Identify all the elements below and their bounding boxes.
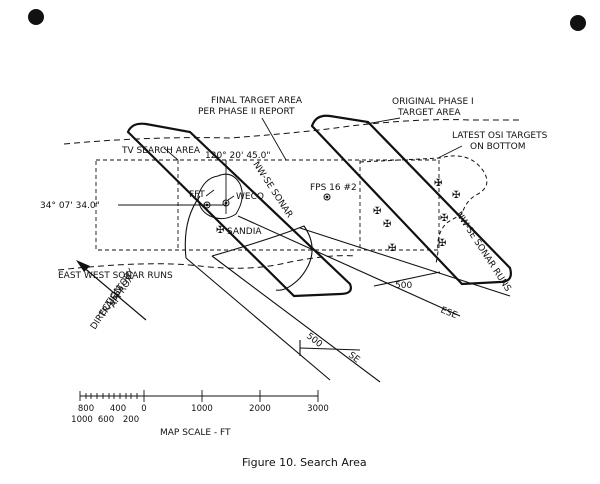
scale-tick-label: 3000	[307, 404, 329, 414]
sonar-run-line-top	[63, 119, 520, 145]
longitude-label: 120° 20' 45.0"	[205, 151, 271, 161]
target-markers: ✠ ✠ ✠ ✠ ✠ ✠ ✠ ✠	[216, 178, 460, 254]
final-target-area	[126, 122, 352, 298]
weco-marker	[222, 199, 230, 207]
fft-marker	[203, 201, 211, 209]
tv-search-area-label: TV SEARCH AREA	[121, 146, 201, 156]
scale-tick-label: 0	[141, 404, 146, 414]
scale-tick-label: 600	[98, 415, 114, 425]
latest-osi-label-line1: LATEST OSI TARGETS	[452, 131, 548, 141]
sonar-run-line-bottom	[57, 255, 357, 271]
scale-tick-label: 400	[110, 404, 126, 414]
weco-label: WECO	[236, 192, 264, 202]
original-phase-label-line2: TARGET AREA	[397, 108, 461, 118]
target-mark: ✠	[383, 219, 391, 230]
se-corridor	[184, 195, 381, 383]
target-mark: ✠	[434, 178, 442, 189]
map-scale: 800 400 0 1000 2000 3000 1000 600 200 MA…	[71, 390, 329, 438]
fft-label: FFT	[189, 190, 205, 200]
nw-se-sonar-runs-label: NW-SE SONAR RUNS	[453, 210, 512, 294]
se-label: SE	[346, 350, 361, 365]
scale-tick-label: 200	[123, 415, 139, 425]
splash-outline	[197, 173, 243, 220]
osi-target-outline	[359, 155, 488, 265]
figure-caption: Figure 10. Search Area	[242, 456, 367, 469]
ese-label: ESE	[439, 306, 459, 322]
target-mark: ✠	[440, 213, 448, 224]
scale-tick-label: 800	[78, 404, 94, 414]
fps-marker	[323, 193, 331, 201]
distance-500-ese: 500	[395, 281, 412, 291]
original-phase-1-area	[310, 114, 512, 286]
sandia-label: SANDIA	[227, 227, 262, 237]
target-mark: ✠	[388, 243, 396, 254]
point-markers	[203, 193, 331, 209]
final-target-area-label-line1: FINAL TARGET AREA	[211, 96, 303, 106]
scale-tick-label: 1000	[191, 404, 213, 414]
east-west-sonar-runs-label: EAST WEST SONAR RUNS	[58, 271, 173, 281]
target-mark: ✠	[438, 238, 446, 249]
scale-tick-label: 2000	[249, 404, 271, 414]
target-mark: ✠	[216, 225, 224, 236]
final-target-area-label-line2: PER PHASE II REPORT	[198, 107, 295, 117]
punch-hole-right	[570, 15, 586, 31]
target-mark: ✠	[452, 190, 460, 201]
punch-hole-left	[28, 9, 44, 25]
original-phase-label-line1: ORIGINAL PHASE I	[392, 97, 474, 107]
trajectory-label-line3: DIRECTION	[89, 284, 124, 331]
latitude-label: 34° 07' 34.0"	[40, 201, 100, 211]
scale-tick-label: 1000	[71, 415, 93, 425]
leader-lines	[163, 117, 463, 201]
map-scale-title: MAP SCALE - FT	[160, 428, 231, 438]
target-mark: ✠	[373, 206, 381, 217]
fps-label: FPS 16 #2	[310, 183, 357, 193]
distance-500-se: 500	[304, 331, 324, 350]
ese-corridor	[237, 215, 511, 317]
latest-osi-label-line2: ON BOTTOM	[470, 142, 525, 152]
